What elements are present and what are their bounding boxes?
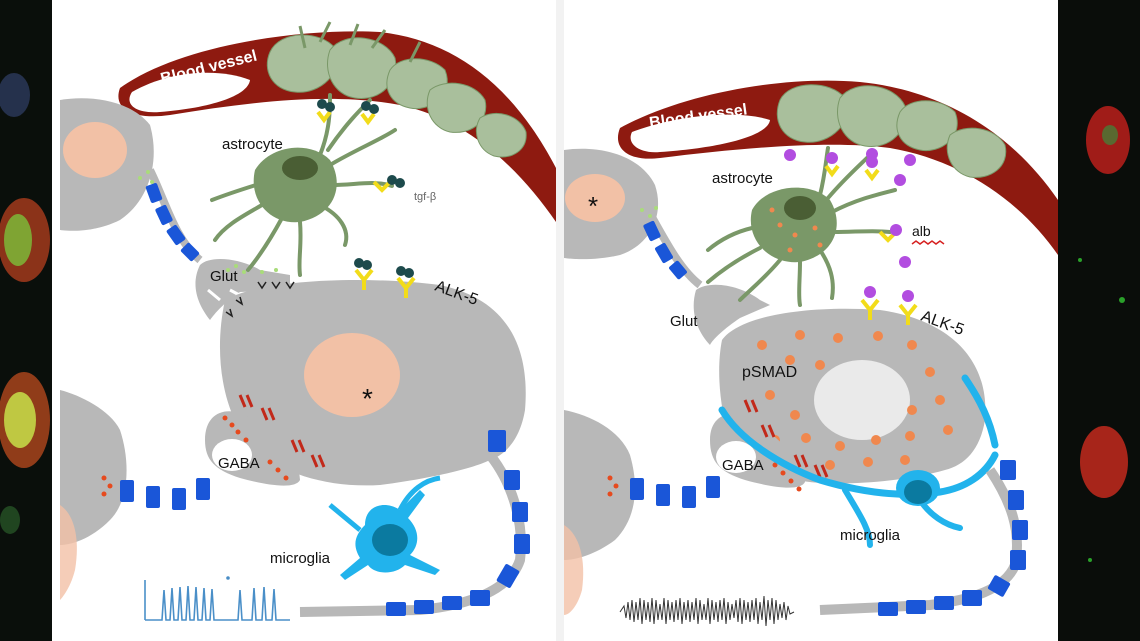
fluorescence-strip-right xyxy=(1058,0,1140,641)
panel-divider xyxy=(556,0,564,641)
microglia-left: microglia xyxy=(270,475,441,580)
glut-terminal-r xyxy=(693,284,770,345)
vesicles-top-left xyxy=(138,170,278,274)
myelin-top-left-r xyxy=(643,220,687,280)
alk5-receptors-left xyxy=(354,258,416,298)
myelin-top-left xyxy=(145,183,200,262)
neuron-bottom-left-r xyxy=(564,410,635,560)
alk5-receptors-right xyxy=(860,286,918,325)
myelin-bottom-left-r xyxy=(630,476,720,508)
psmad-label: pSMAD xyxy=(742,364,797,381)
glut-synapse-spines xyxy=(225,281,295,318)
nucleus-top-left xyxy=(63,122,127,178)
alb-label: alb xyxy=(912,223,931,239)
tgf-label: tgf-β xyxy=(414,191,436,203)
astrocyte-label: astrocyte xyxy=(222,136,283,153)
neuron-bottom-left xyxy=(60,390,127,545)
spike-trace-left xyxy=(144,576,290,621)
vesicles-top-right xyxy=(640,206,658,218)
astrocyte-left: astrocyte xyxy=(210,93,397,277)
astrocyte-right: astrocyte xyxy=(706,146,897,307)
gaba-receptors-left xyxy=(238,394,326,468)
myelin-main-left xyxy=(386,430,530,616)
alb-underline xyxy=(911,240,945,245)
glut-terminal xyxy=(195,258,290,320)
glut-label: Glut xyxy=(210,268,238,285)
astrocyte-label-r: astrocyte xyxy=(712,170,773,187)
gaba-dots-left xyxy=(222,415,289,481)
microglia-label: microglia xyxy=(270,550,331,567)
glut-label-r: Glut xyxy=(670,313,698,330)
gaba-label-r: GABA xyxy=(722,457,764,474)
asterisk-left: * xyxy=(362,383,373,414)
main-nucleus-right xyxy=(814,360,910,440)
gaba-label: GABA xyxy=(218,455,260,472)
astrocyte-endfeet-right xyxy=(776,84,1007,178)
tgf-receptors-astrocyte xyxy=(316,99,405,193)
microglia-label-r: microglia xyxy=(840,527,901,544)
right-panel: Blood vessel * Glut pSMAD xyxy=(564,80,1058,627)
astrocyte-endfeet-left xyxy=(266,21,527,158)
left-panel: Blood vessel Glut * xyxy=(60,21,556,621)
myelin-main-right xyxy=(878,460,1028,616)
gaba-dots-bl-r xyxy=(607,475,619,497)
albumin-particles xyxy=(784,148,916,268)
fluorescence-strip-left xyxy=(0,0,52,641)
burst-trace-right xyxy=(619,595,795,627)
psmad-dots xyxy=(757,330,953,470)
main-nucleus-left xyxy=(304,333,400,417)
gaba-receptors-right xyxy=(743,399,829,478)
asterisk-right: * xyxy=(588,191,598,221)
nucleus-top-left-r xyxy=(565,174,625,222)
gaba-dots-bl xyxy=(101,475,113,497)
myelin-bottom-left xyxy=(120,478,210,510)
